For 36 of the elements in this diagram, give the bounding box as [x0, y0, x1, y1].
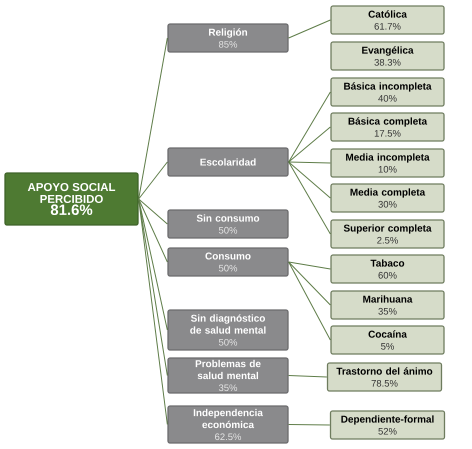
main-box: APOYO SOCIAL PERCIBIDO 81.6%: [4, 172, 139, 226]
connector-line: [288, 92, 331, 162]
connector-line: [138, 38, 168, 200]
category-box: Problemas de salud mental 35%: [167, 357, 289, 394]
connector-line: [138, 198, 168, 425]
connector-line: [138, 198, 168, 224]
subcategory-box: Básica completa 17.5%: [330, 112, 445, 142]
category-box: Sin consumo 50%: [167, 209, 289, 239]
connector-line: [138, 162, 168, 200]
subcategory-box: Media incompleta 10%: [330, 148, 445, 178]
connector-line: [288, 375, 328, 378]
subcategory-box: Trastorno del ánimo 78.5%: [326, 362, 442, 392]
connector-line: [288, 262, 331, 270]
category-box: Consumo 50%: [167, 247, 289, 277]
connector-line: [288, 162, 331, 234]
subcategory-box: Católica 61.7%: [330, 5, 445, 35]
connector-line: [288, 126, 331, 162]
subcategory-box: Tabaco 60%: [330, 254, 445, 284]
subcategory-box: Básica incompleta 40%: [330, 77, 445, 107]
connector-line: [288, 20, 331, 38]
category-box: Sin diagnóstico de salud mental 50%: [167, 309, 289, 351]
subcategory-box: Evangélica 38.3%: [330, 41, 445, 71]
connector-line: [288, 262, 331, 340]
subcategory-box: Media completa 30%: [330, 183, 445, 213]
category-box: Independencia económica 62.5%: [167, 405, 289, 444]
subcategory-box: Cocaína 5%: [330, 325, 445, 355]
connector-line: [288, 162, 331, 164]
category-box: Escolaridad: [167, 147, 289, 177]
connector-line: [288, 162, 331, 198]
connector-line: [288, 262, 331, 306]
category-box: Religión 85%: [167, 23, 289, 53]
connector-line: [138, 198, 168, 262]
subcategory-box: Marihuana 35%: [330, 290, 445, 320]
connector-line: [288, 424, 330, 426]
subcategory-box: Dependiente-formal 52%: [330, 410, 446, 440]
subcategory-box: Superior completa 2.5%: [330, 219, 445, 249]
